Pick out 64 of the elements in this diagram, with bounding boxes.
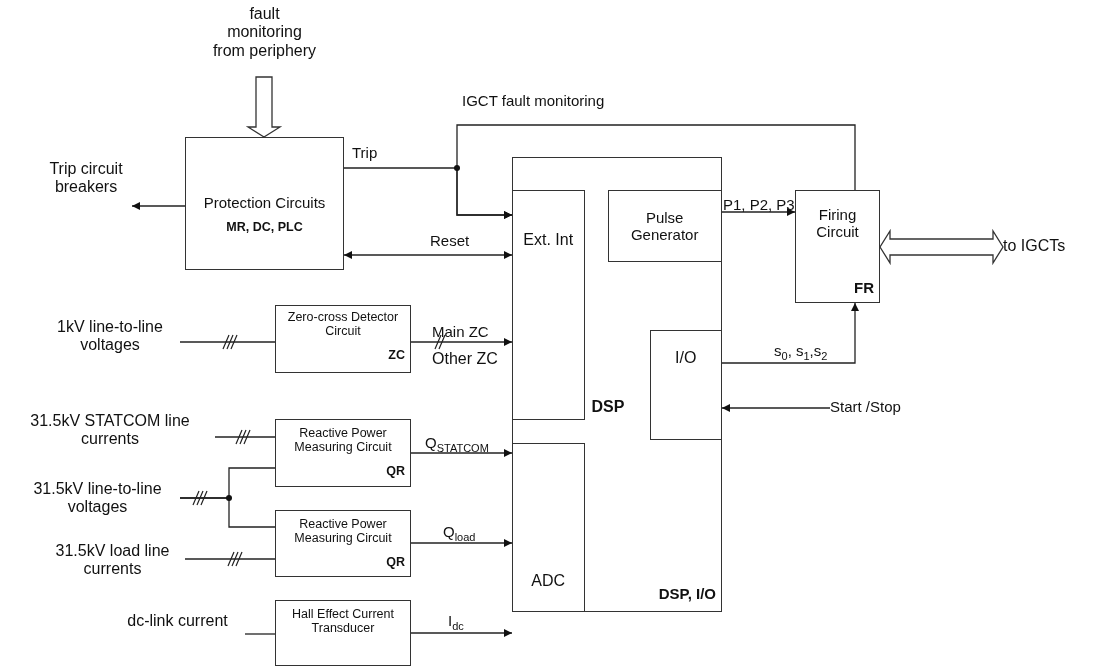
connector-line bbox=[244, 633, 276, 635]
edge-label: P1, P2, P3 bbox=[723, 196, 795, 214]
arrow bbox=[131, 202, 186, 210]
connector-line bbox=[179, 497, 276, 528]
block-title: Ext. Int bbox=[522, 230, 575, 250]
arrow bbox=[343, 251, 513, 259]
signal-label: 31.5kV STATCOM line currents bbox=[29, 412, 191, 449]
block-box bbox=[275, 510, 411, 577]
arrow bbox=[410, 629, 513, 637]
block-title: Zero-cross Detector Circuit bbox=[286, 310, 400, 339]
connector-line bbox=[179, 341, 276, 343]
block-code: MR, DC, PLC bbox=[225, 220, 304, 235]
arrow bbox=[410, 539, 513, 547]
block-box bbox=[795, 190, 880, 303]
signal-label: Other ZC bbox=[432, 350, 498, 369]
signal-label: dc-link current bbox=[126, 612, 229, 631]
block-code: DSP, I/O bbox=[658, 585, 716, 603]
signal-label: Start /Stop bbox=[830, 398, 901, 416]
block-box bbox=[511, 442, 585, 612]
edge-label: I$_{dc}$ bbox=[448, 612, 464, 633]
block-box bbox=[511, 189, 585, 420]
edge-label: Q$_{STATCOM}$ bbox=[425, 434, 489, 455]
connector-line bbox=[214, 436, 276, 438]
signal-label: fault monitoring from periphery bbox=[211, 5, 318, 61]
signal-label: Trip circuit breakers bbox=[48, 160, 124, 197]
arrow bbox=[721, 404, 831, 412]
signal-label: 31.5kV load line currents bbox=[54, 542, 171, 579]
block-code: FR bbox=[854, 279, 874, 297]
edge-label: Reset bbox=[430, 232, 470, 250]
edge-label: Q$_{load}$ bbox=[443, 523, 476, 544]
block-code: ZC bbox=[388, 348, 405, 363]
arrow bbox=[410, 338, 513, 346]
block-title: DSP bbox=[590, 398, 626, 417]
block-title: Pulse Generator bbox=[629, 208, 700, 243]
edge-label: s$_{0}$, s$_{1}$,s$_{2}$ bbox=[774, 342, 828, 363]
arrow bbox=[456, 124, 856, 219]
signal-label: 1kV line-to-line voltages bbox=[56, 318, 164, 355]
block-title: Hall Effect Current Transducer bbox=[291, 607, 395, 636]
block-box bbox=[649, 329, 722, 440]
block-title: Firing Circuit bbox=[815, 206, 860, 241]
block-arrow bbox=[879, 228, 1004, 266]
block-code: QR bbox=[386, 555, 405, 570]
block-box bbox=[275, 419, 411, 487]
block-box bbox=[607, 189, 722, 262]
block-title: Reactive Power Measuring Circuit bbox=[293, 517, 393, 546]
block-title: Reactive Power Measuring Circuit bbox=[293, 426, 393, 455]
block-box bbox=[185, 137, 344, 270]
arrow bbox=[410, 449, 513, 457]
signal-label: to IGCTs bbox=[1003, 236, 1066, 256]
block-box bbox=[275, 305, 411, 373]
signal-label: 31.5kV line-to-line voltages bbox=[32, 480, 163, 517]
arrow bbox=[721, 208, 796, 216]
edge-label: Trip bbox=[352, 144, 378, 162]
block-title: I/O bbox=[674, 348, 698, 368]
block-box bbox=[512, 157, 722, 612]
block-arrow bbox=[245, 76, 283, 138]
block-title: ADC bbox=[530, 571, 567, 591]
edge-label: IGCT fault monitoring bbox=[462, 92, 605, 110]
block-code: QR bbox=[386, 464, 405, 479]
edge-label: Main ZC bbox=[432, 323, 489, 341]
connector-line bbox=[184, 558, 276, 560]
block-title: Protection Circuits bbox=[202, 194, 327, 212]
arrow bbox=[721, 302, 859, 364]
block-box bbox=[275, 600, 411, 666]
